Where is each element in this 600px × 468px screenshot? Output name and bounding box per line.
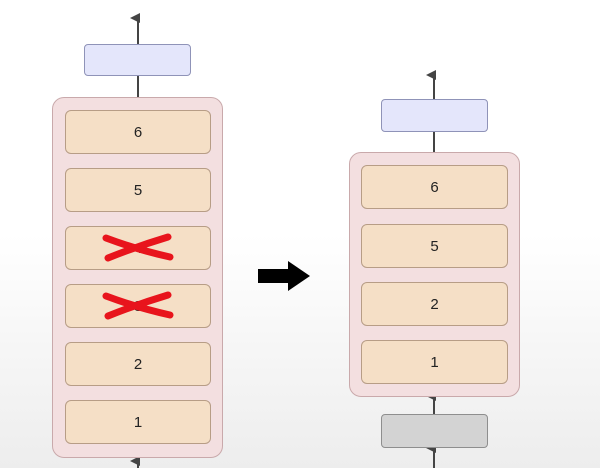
cross-icon bbox=[102, 291, 174, 320]
right-layer-5-label: 5 bbox=[430, 237, 439, 255]
right-layer-2: 2 bbox=[361, 282, 508, 326]
right-layer-1-label: 1 bbox=[430, 353, 439, 371]
left-layer-1: 1 bbox=[65, 400, 211, 444]
left-layer-5: 5 bbox=[65, 168, 211, 212]
left-layer-2-label: 2 bbox=[133, 355, 143, 373]
left-layer-2: 2 bbox=[65, 342, 211, 386]
right-layer-6: 6 bbox=[361, 165, 508, 209]
cross-icon bbox=[102, 233, 174, 262]
left-layer-stack bbox=[52, 97, 223, 458]
right-layer-5: 5 bbox=[361, 224, 508, 268]
right-input-box bbox=[381, 414, 488, 448]
right-output-box bbox=[381, 99, 488, 132]
left-layer-5-label: 5 bbox=[133, 181, 143, 199]
left-layer-6-label: 6 bbox=[133, 123, 143, 141]
arrow-right-icon bbox=[258, 261, 310, 291]
right-layer-6-label: 6 bbox=[430, 178, 439, 196]
left-layer-6: 6 bbox=[65, 110, 211, 154]
left-layer-1-label: 1 bbox=[133, 413, 143, 431]
right-layer-2-label: 2 bbox=[430, 295, 439, 313]
left-output-box bbox=[84, 44, 191, 76]
right-layer-1: 1 bbox=[361, 340, 508, 384]
